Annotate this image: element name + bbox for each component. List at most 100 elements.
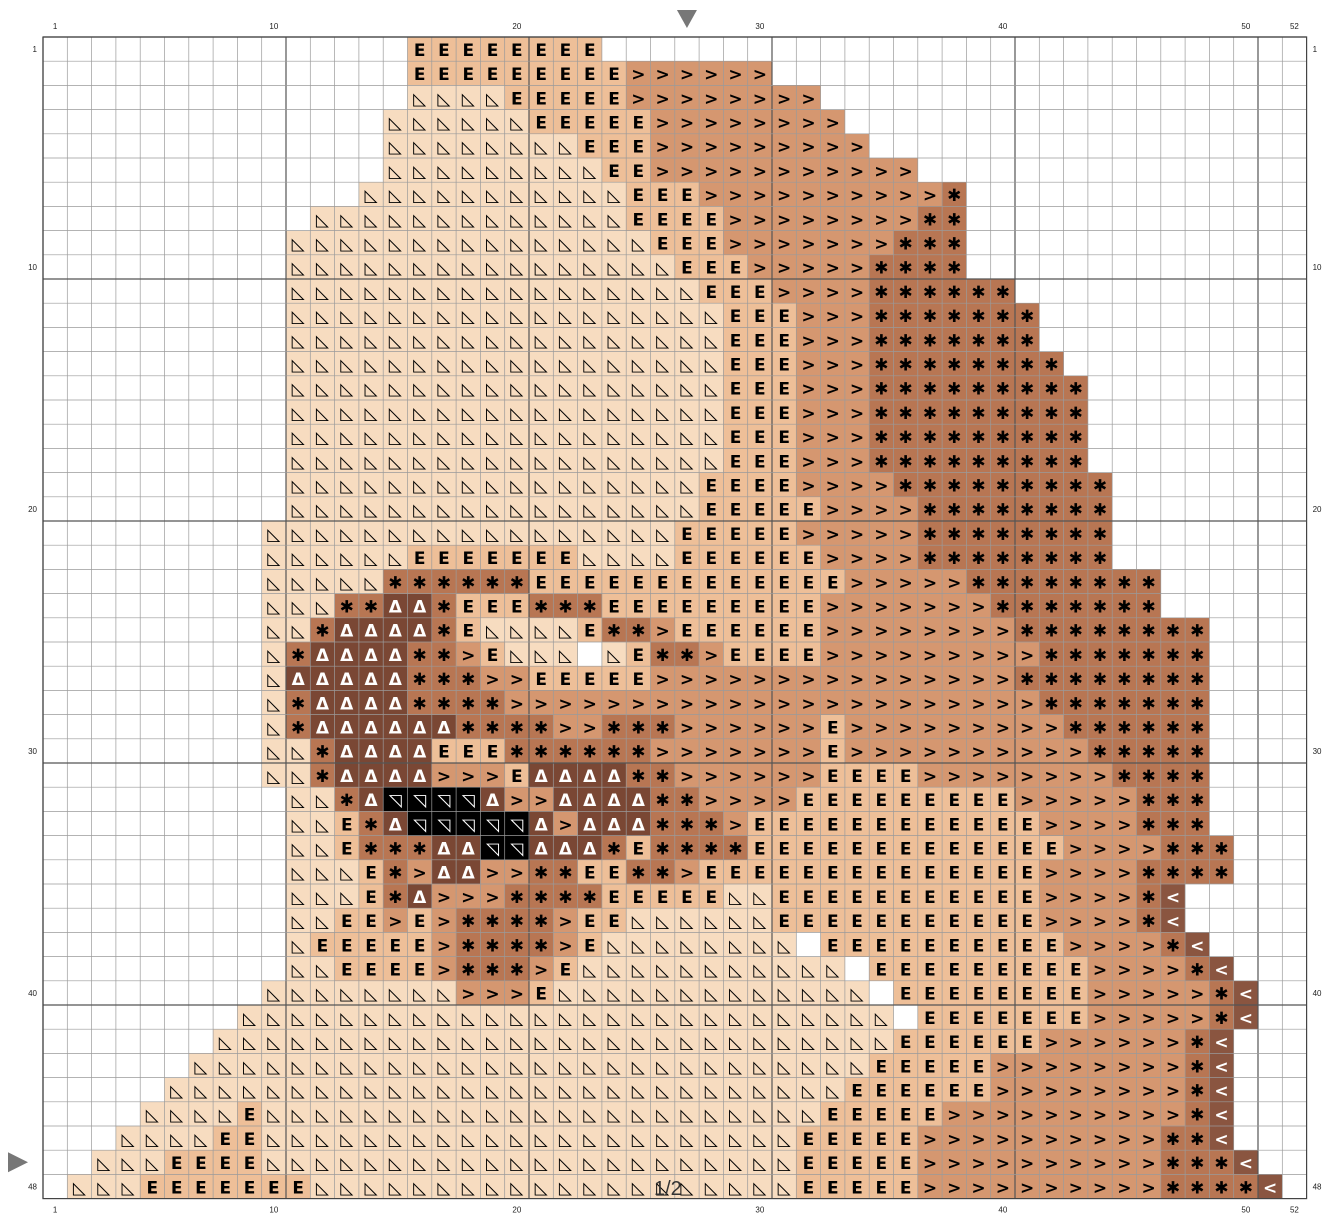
stitch-cell-brown: ✱ — [966, 569, 990, 593]
stitch-cell-very-light-tan: ◺ — [699, 1150, 723, 1174]
stitch-symbol: ◹ — [413, 791, 427, 811]
stitch-symbol: ◺ — [267, 525, 281, 545]
stitch-cell-brown: ✱ — [456, 932, 480, 956]
stitch-cell-medium-tan: > — [845, 134, 869, 158]
stitch-symbol: > — [899, 186, 913, 206]
stitch-symbol: ✱ — [461, 718, 475, 738]
stitch-cell-brown: ✱ — [1064, 424, 1088, 448]
stitch-cell-very-light-tan: ◺ — [553, 521, 577, 545]
stitch-cell-very-light-tan: ◺ — [359, 545, 383, 569]
stitch-cell-very-light-tan: ◺ — [578, 1126, 602, 1150]
stitch-cell-light-tan: E — [699, 279, 723, 303]
stitch-symbol: ✱ — [388, 864, 402, 884]
stitch-symbol: ◺ — [486, 1057, 500, 1077]
stitch-symbol: ◺ — [413, 283, 427, 303]
stitch-symbol: ◺ — [826, 985, 840, 1005]
stitch-symbol: > — [850, 138, 864, 158]
stitch-symbol: ✱ — [971, 549, 985, 569]
stitch-cell-very-light-tan: ◺ — [723, 981, 747, 1005]
stitch-symbol: ◺ — [510, 1033, 524, 1053]
stitch-symbol: > — [947, 1178, 961, 1198]
stitch-symbol: > — [437, 936, 451, 956]
stitch-symbol: > — [971, 1130, 985, 1150]
stitch-symbol: ◺ — [510, 331, 524, 351]
stitch-symbol: > — [801, 210, 815, 230]
stitch-symbol: < — [1166, 888, 1180, 908]
stitch-symbol: E — [827, 912, 839, 932]
stitch-symbol: ◺ — [535, 501, 549, 521]
stitch-symbol: E — [560, 573, 572, 593]
stitch-symbol: ✱ — [996, 501, 1010, 521]
stitch-symbol: ✱ — [510, 718, 524, 738]
stitch-cell-brown: ✱ — [1209, 860, 1233, 884]
stitch-symbol: ◺ — [486, 283, 500, 303]
stitch-cell-dark-brown: Δ — [626, 787, 650, 811]
stitch-symbol: > — [996, 1057, 1010, 1077]
stitch-cell-brown: ✱ — [1015, 545, 1039, 569]
stitch-symbol: ◺ — [705, 1106, 719, 1126]
stitch-symbol: ✱ — [1020, 525, 1034, 545]
stitch-symbol: E — [584, 864, 596, 884]
stitch-symbol: ✱ — [1093, 718, 1107, 738]
stitch-symbol: ◺ — [340, 380, 354, 400]
stitch-symbol: E — [681, 210, 693, 230]
stitch-symbol: ◺ — [462, 186, 476, 206]
stitch-cell-medium-tan: > — [1112, 981, 1136, 1005]
stitch-symbol: E — [851, 1154, 863, 1174]
stitch-symbol: ✱ — [996, 573, 1010, 593]
stitch-cell-brown: ✱ — [942, 352, 966, 376]
stitch-cell-light-tan: E — [578, 110, 602, 134]
stitch-symbol: > — [1117, 936, 1131, 956]
stitch-symbol: ◺ — [365, 1154, 379, 1174]
stitch-symbol: Δ — [364, 646, 378, 666]
stitch-symbol: ◺ — [778, 960, 792, 980]
stitch-symbol: > — [874, 525, 888, 545]
stitch-cell-very-light-tan: ◺ — [456, 497, 480, 521]
stitch-symbol: ◺ — [680, 936, 694, 956]
stitch-symbol: ◺ — [632, 1130, 646, 1150]
stitch-symbol: > — [1020, 743, 1034, 763]
stitch-symbol: ◺ — [316, 912, 330, 932]
stitch-cell-medium-tan: > — [821, 448, 845, 472]
stitch-symbol: Δ — [389, 767, 403, 787]
stitch-symbol: ◺ — [632, 1057, 646, 1077]
stitch-symbol: ◺ — [535, 404, 549, 424]
stitch-symbol: E — [584, 912, 596, 932]
stitch-symbol: E — [681, 597, 693, 617]
stitch-symbol: E — [681, 888, 693, 908]
stitch-cell-very-light-tan: ◺ — [553, 1005, 577, 1029]
stitch-symbol: ◺ — [340, 573, 354, 593]
stitch-cell-medium-tan: > — [942, 690, 966, 714]
stitch-symbol: > — [437, 767, 451, 787]
stitch-cell-light-tan: E — [578, 61, 602, 85]
stitch-symbol: E — [705, 283, 717, 303]
stitch-symbol: ◺ — [170, 1130, 184, 1150]
stitch-symbol: ◺ — [486, 476, 500, 496]
stitch-symbol: ◺ — [437, 1106, 451, 1126]
stitch-cell-very-light-tan: ◺ — [748, 1029, 772, 1053]
stitch-cell-brown: ✱ — [456, 908, 480, 932]
stitch-symbol: > — [1020, 694, 1034, 714]
stitch-cell-brown: ✱ — [1137, 787, 1161, 811]
stitch-symbol: ◺ — [292, 380, 306, 400]
stitch-symbol: E — [754, 428, 766, 448]
stitch-symbol: ✱ — [1190, 960, 1204, 980]
stitch-symbol: E — [511, 41, 523, 61]
stitch-symbol: > — [1069, 791, 1083, 811]
stitch-symbol: ✱ — [923, 331, 937, 351]
row-ruler-label: 20 — [28, 505, 37, 514]
stitch-cell-medium-tan: > — [553, 715, 577, 739]
stitch-cell-very-light-tan: ◺ — [651, 303, 675, 327]
stitch-symbol: ◺ — [656, 1081, 670, 1101]
stitch-cell-very-light-tan: ◺ — [408, 1150, 432, 1174]
stitch-symbol: ✱ — [874, 283, 888, 303]
stitch-cell-light-tan: E — [335, 908, 359, 932]
stitch-cell-very-light-tan: ◺ — [383, 352, 407, 376]
stitch-symbol: ✱ — [534, 936, 548, 956]
stitch-symbol: > — [923, 670, 937, 690]
stitch-symbol: > — [728, 815, 742, 835]
stitch-symbol: > — [1093, 888, 1107, 908]
stitch-symbol: E — [803, 912, 815, 932]
stitch-cell-light-tan: E — [748, 473, 772, 497]
stitch-cell-very-light-tan: ◺ — [480, 352, 504, 376]
